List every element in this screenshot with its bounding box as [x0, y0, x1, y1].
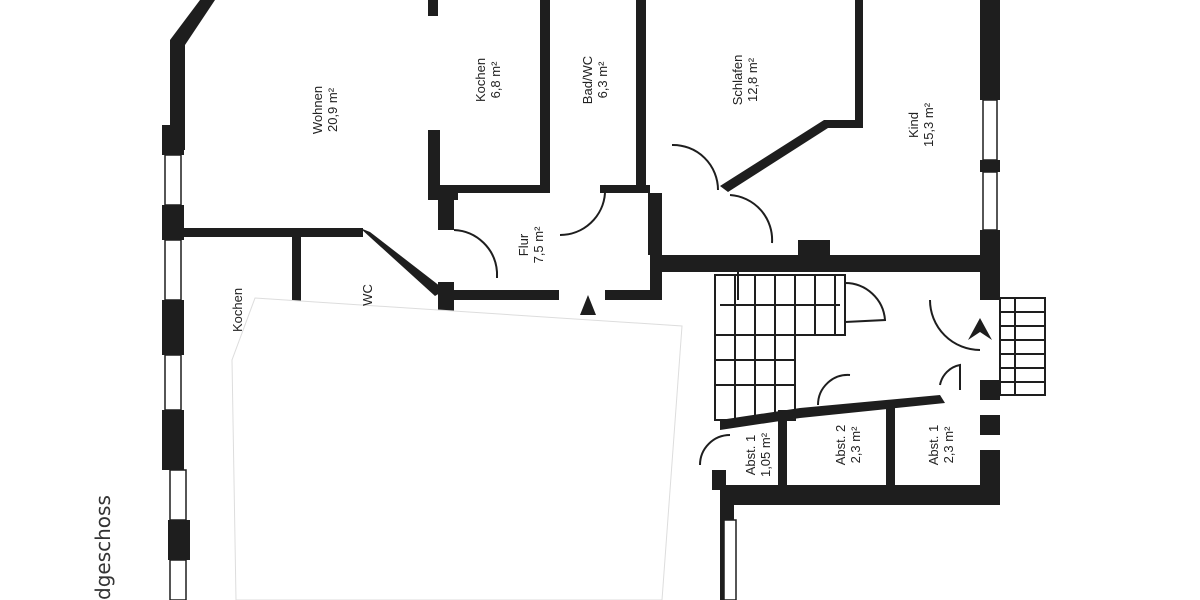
- room-area: 2,3 m²: [941, 426, 956, 464]
- room-name: Abst. 2: [833, 425, 848, 465]
- room-name: Bad/WC: [580, 56, 595, 104]
- room-area: 12,8 m²: [745, 57, 760, 102]
- room-name: Abst. 1: [926, 425, 941, 465]
- room-area: 20,9 m²: [325, 87, 340, 132]
- room-area: 2,3 m²: [848, 426, 863, 464]
- room-name: Kochen: [230, 288, 245, 332]
- svg-text:Abst. 12,3 m²: Abst. 12,3 m²: [926, 425, 956, 465]
- svg-text:Wohnen20,9 m²: Wohnen20,9 m²: [310, 86, 340, 134]
- svg-text:Kind15,3 m²: Kind15,3 m²: [906, 102, 936, 147]
- room-area: 6,3 m²: [595, 61, 610, 99]
- svg-text:Kochen6,8 m²: Kochen6,8 m²: [473, 58, 503, 102]
- paper-overlay: [231, 297, 683, 600]
- room-name: Flur: [516, 233, 531, 256]
- room-name: Wohnen: [310, 86, 325, 134]
- svg-text:Bad/WC6,3 m²: Bad/WC6,3 m²: [580, 56, 610, 104]
- room-area: 1,05 m²: [758, 432, 773, 477]
- room-labels: Wohnen20,9 m² Kochen6,8 m² Bad/WC6,3 m² …: [91, 55, 956, 600]
- room-area: 7,5 m²: [531, 226, 546, 264]
- svg-text:Abst. 22,3 m²: Abst. 22,3 m²: [833, 425, 863, 465]
- room-area: 6,8 m²: [488, 61, 503, 99]
- room-name: Kind: [906, 112, 921, 138]
- svg-text:Abst. 11,05 m²: Abst. 11,05 m²: [743, 432, 773, 477]
- walls: [162, 0, 1000, 600]
- room-name: WC: [360, 284, 375, 306]
- staircase: [714, 262, 1046, 421]
- room-area: 15,3 m²: [921, 102, 936, 147]
- floor-title: dgeschoss: [91, 495, 115, 600]
- doors: [453, 143, 992, 466]
- svg-text:Flur7,5 m²: Flur7,5 m²: [516, 226, 546, 264]
- svg-text:Schlafen12,8 m²: Schlafen12,8 m²: [730, 55, 760, 106]
- room-name: Abst. 1: [743, 435, 758, 475]
- room-name: Schlafen: [730, 55, 745, 106]
- room-name: Kochen: [473, 58, 488, 102]
